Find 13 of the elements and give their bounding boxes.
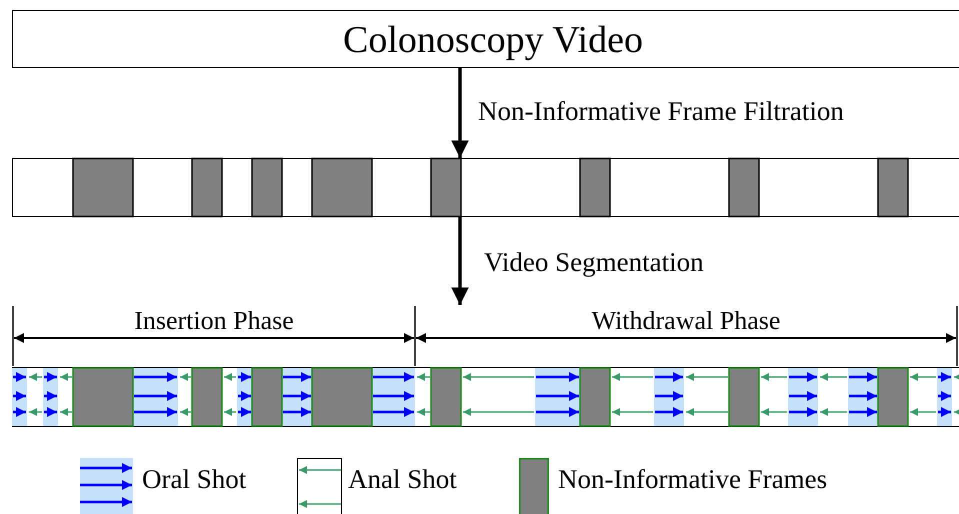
legend-label: Oral Shot — [142, 466, 246, 493]
edge-label: Non-Informative Frame Filtration — [478, 98, 844, 125]
legend-label: Non-Informative Frames — [558, 466, 828, 493]
video-strip-drawing — [12, 158, 959, 217]
arrow — [451, 217, 469, 305]
arrow — [451, 68, 469, 158]
phase-label: Withdrawal Phase — [592, 308, 780, 334]
process-box — [12, 10, 959, 68]
legend-label: Anal Shot — [348, 466, 457, 493]
node-title: Colonoscopy Video — [343, 19, 643, 61]
edge-label: Video Segmentation — [484, 249, 704, 276]
phase-label: Insertion Phase — [134, 308, 294, 334]
video-strip-drawing — [12, 367, 959, 427]
